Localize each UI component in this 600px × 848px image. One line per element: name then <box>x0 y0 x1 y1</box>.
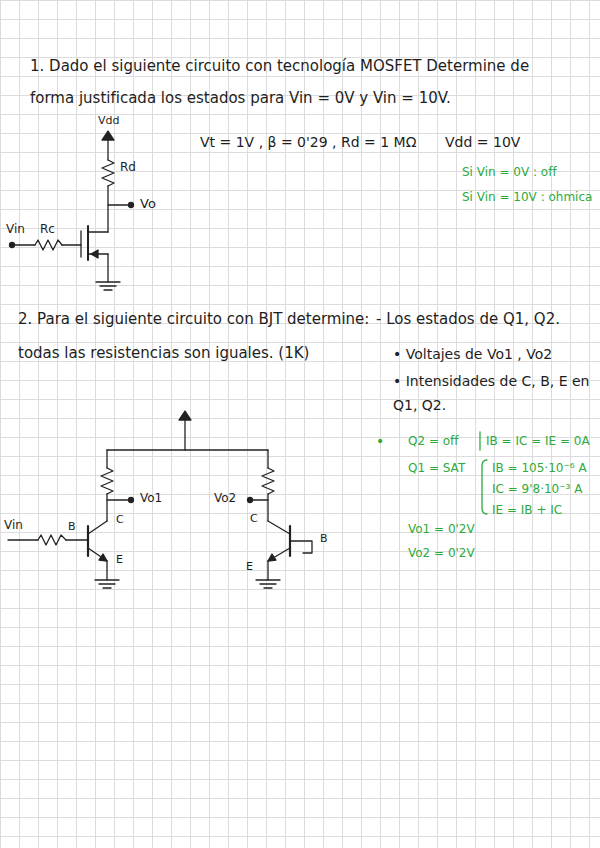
answer: IE = IB + IC <box>492 503 562 517</box>
ground-symbol <box>96 282 120 290</box>
answer: Q1 = SAT <box>408 461 465 475</box>
ground-symbol <box>95 580 280 588</box>
resistor-symbol <box>101 450 134 521</box>
output-label: Vo2 <box>214 491 236 505</box>
resistor-label: Rd <box>120 160 136 174</box>
output-label: Vo <box>140 196 156 211</box>
pin-label: C <box>250 512 258 525</box>
mosfet-symbol <box>81 226 108 282</box>
pin-label: E <box>246 560 253 573</box>
parameters: Vdd = 10V <box>445 134 520 150</box>
answer: Si Vin = 0V : off <box>462 165 557 179</box>
problem-statement: - Los estados de Q1, Q2. <box>376 310 560 328</box>
pin-label: B <box>320 532 328 545</box>
question-item: • Intensidades de C, B, E en Q1, Q2. <box>393 369 593 417</box>
answer: IC = 9'8·10⁻³ A <box>492 482 582 496</box>
problem-statement: 2. Para el siguiente circuito con BJT de… <box>18 310 369 328</box>
wire <box>108 186 134 232</box>
answer-brackets <box>480 432 487 514</box>
answer: Q2 = off <box>408 434 459 448</box>
pin-label: E <box>116 553 123 566</box>
answer: IB = 105·10⁻⁶ A <box>492 461 587 475</box>
answer: IB = IC = IE = 0A <box>486 434 590 448</box>
vcc-arrow <box>107 411 268 450</box>
problem-statement: todas las resistencias son iguales. (1K) <box>18 344 309 362</box>
problem-statement: 1. Dado el siguiente circuito con tecnol… <box>30 50 570 114</box>
gate-input <box>10 240 82 250</box>
answer: Si Vin = 10V : ohmica <box>462 190 592 204</box>
supply-label: Vdd <box>98 114 120 127</box>
vdd-arrow <box>102 131 114 160</box>
parameters: Vt = 1V , β = 0'29 , Rd = 1 MΩ <box>200 134 416 150</box>
output-label: Vo1 <box>140 491 162 505</box>
input-label: Vin <box>6 222 25 236</box>
pin-label: C <box>116 513 124 526</box>
pin-label: B <box>68 520 76 533</box>
answer: • <box>376 433 384 449</box>
answer: Vo2 = 0'2V <box>408 546 475 560</box>
answer: Vo1 = 0'2V <box>408 522 475 536</box>
question-item: • Voltajes de Vo1 , Vo2 <box>393 346 552 362</box>
resistor-symbol <box>248 450 275 521</box>
resistor-label: Rc <box>40 222 55 236</box>
resistor-symbol <box>102 160 114 186</box>
input-label: Vin <box>4 518 23 532</box>
bjt-symbol <box>268 521 312 580</box>
